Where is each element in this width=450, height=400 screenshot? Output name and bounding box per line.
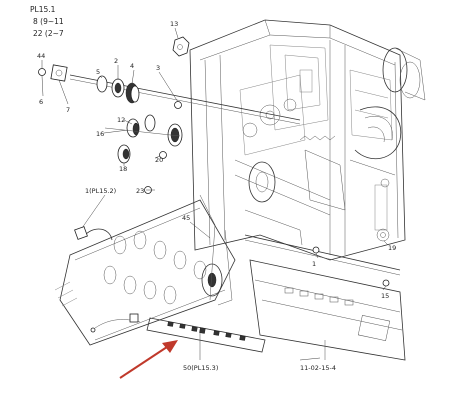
drive-shaft-assembly bbox=[38, 36, 301, 194]
leader-lines bbox=[41, 27, 389, 361]
guide-bar-assembly bbox=[244, 234, 401, 287]
label-5: 5 bbox=[96, 68, 100, 76]
label-16: 16 bbox=[96, 130, 104, 138]
label-7: 7 bbox=[66, 106, 70, 114]
label-12: 12 bbox=[117, 116, 125, 124]
label-45: 45 bbox=[182, 214, 190, 222]
header-line-1: PL15.1 bbox=[30, 5, 56, 14]
label-bottom-code: 11-02-15-4 bbox=[300, 364, 336, 372]
label-1: 1 bbox=[312, 260, 316, 268]
label-19: 19 bbox=[388, 244, 396, 252]
part-labels: 44 6 7 2 3 4 5 12 13 16 18 20 23 45 1(PL… bbox=[37, 20, 396, 372]
label-13: 13 bbox=[170, 20, 178, 28]
label-23: 23 bbox=[136, 187, 144, 195]
label-6: 6 bbox=[39, 98, 43, 106]
label-50-pl15-3: 50(PL15.3) bbox=[183, 364, 218, 372]
label-44-top: 44 bbox=[37, 52, 45, 60]
label-2: 2 bbox=[114, 57, 118, 65]
lower-tray bbox=[249, 259, 406, 361]
label-4: 4 bbox=[130, 62, 134, 70]
indicator-arrow bbox=[119, 340, 178, 379]
sensor-strip-assembly bbox=[90, 313, 266, 353]
lower-housing-assembly bbox=[54, 194, 236, 346]
label-18: 18 bbox=[119, 165, 127, 173]
main-frame bbox=[189, 19, 426, 261]
label-1-pl15-2: 1(PL15.2) bbox=[85, 187, 116, 195]
label-3: 3 bbox=[156, 64, 160, 72]
label-15: 15 bbox=[381, 292, 389, 300]
header-line-3: 22 (2~7 bbox=[33, 29, 64, 38]
header-line-2: 8 (9~11 bbox=[33, 17, 64, 26]
label-20: 20 bbox=[155, 156, 163, 164]
